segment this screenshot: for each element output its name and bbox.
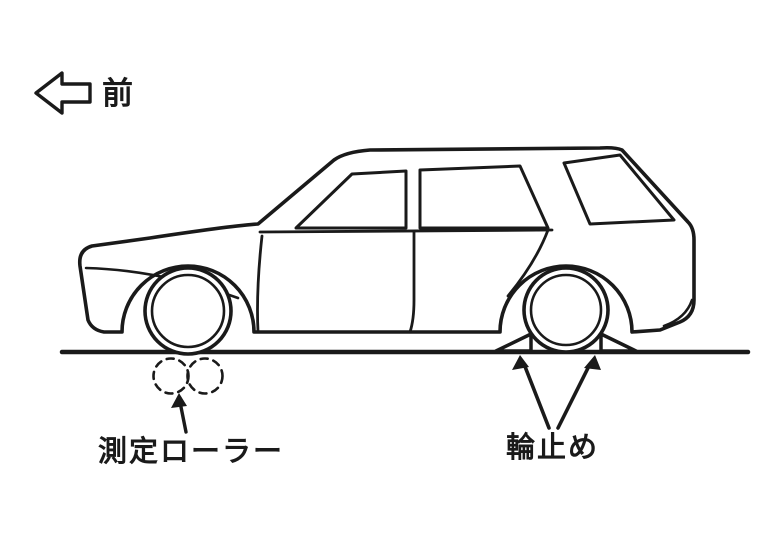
measuring-roller-front-icon	[152, 357, 190, 395]
roller-pointer-line	[178, 400, 188, 434]
front-tire	[143, 266, 233, 356]
rear-quarter-window	[562, 153, 676, 226]
roller-pointer-arrowhead-icon	[171, 393, 187, 408]
rear-bumper-line	[662, 298, 694, 328]
center-door-line	[408, 230, 416, 334]
wheel-chocks	[494, 332, 638, 353]
measuring-rollers	[152, 357, 224, 395]
rear-rim	[529, 273, 603, 347]
chock-pointer-arrowhead-left-icon	[512, 355, 529, 370]
measuring-roller-label: 測定ローラー	[98, 434, 284, 468]
front-wheel	[143, 266, 233, 356]
measuring-roller-callout: 測定ローラー	[98, 393, 284, 468]
front-door-window	[294, 169, 408, 230]
chock-pointer-line-left	[522, 362, 551, 430]
measuring-roller-rear-icon	[186, 357, 224, 395]
rear-fender-line	[506, 228, 550, 298]
front-direction: 前	[34, 71, 135, 115]
front-door-line	[256, 234, 264, 334]
car-body	[77, 145, 696, 334]
chock-pointer-line-right	[556, 362, 592, 430]
belt-line	[258, 228, 554, 234]
rear-wheel	[522, 266, 610, 354]
wheel-chock-label: 輪止め	[506, 430, 599, 464]
front-rim	[150, 273, 226, 349]
rear-tire	[522, 266, 610, 354]
car-outline	[77, 145, 696, 334]
chock-pointer-arrowhead-right-icon	[584, 355, 601, 370]
wheel-chock-callout: 輪止め	[506, 355, 601, 464]
left-arrow-icon	[34, 71, 92, 115]
front-direction-label: 前	[102, 76, 135, 112]
rear-door-window	[418, 164, 550, 230]
wheel-chock-right-icon	[599, 332, 638, 353]
wheel-chock-left-icon	[494, 332, 533, 353]
